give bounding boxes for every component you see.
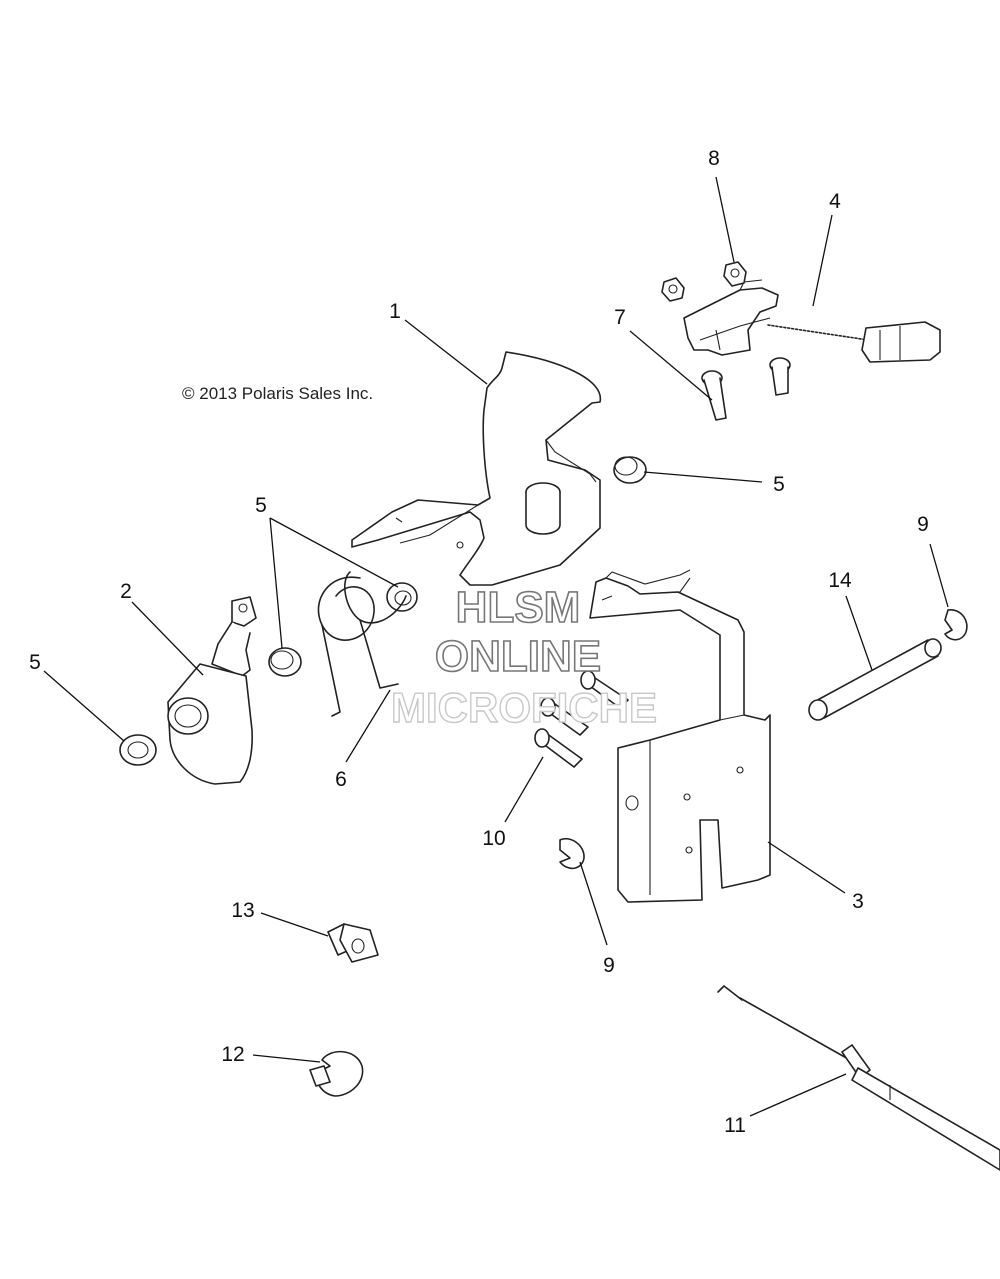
callout-7: 7 (614, 306, 626, 329)
part-3-mount-bracket (589, 569, 771, 903)
callout-9-top: 9 (917, 513, 929, 536)
watermark-line-3: MICROFICHE (391, 684, 657, 731)
callout-4: 4 (829, 190, 841, 213)
callout-13: 13 (231, 899, 254, 922)
callout-9-bottom: 9 (603, 954, 615, 977)
callout-10: 10 (482, 827, 505, 850)
part-5-bushing-c (268, 647, 302, 677)
part-9-clip-a (944, 609, 968, 641)
callout-2: 2 (120, 580, 132, 603)
callout-5-left: 5 (29, 651, 41, 674)
leader-lines (43, 176, 949, 1117)
callouts: 1 2 3 4 5 5 5 6 7 8 9 9 10 11 12 13 14 (29, 147, 929, 1137)
part-14-pin (808, 638, 942, 721)
watermark-line-2: ONLINE (435, 632, 601, 681)
part-5-bushing-b (386, 582, 418, 612)
part-8-nuts (661, 261, 747, 302)
callout-6: 6 (335, 768, 347, 791)
callout-8: 8 (708, 147, 720, 170)
part-12-clamp (309, 1050, 364, 1097)
callout-3: 3 (852, 890, 864, 913)
part-11-cable (717, 985, 1000, 1171)
callout-5-right: 5 (773, 473, 785, 496)
copyright-text: © 2013 Polaris Sales Inc. (182, 384, 373, 403)
watermark-line-1: HLSM (456, 583, 581, 632)
part-4-sensor-harness (683, 279, 941, 363)
part-7-screw (701, 357, 791, 421)
callout-5-middle: 5 (255, 494, 267, 517)
callout-14: 14 (828, 569, 852, 592)
part-5-bushing-d (119, 734, 157, 766)
callout-12: 12 (221, 1043, 244, 1066)
part-5-bushing-a (613, 456, 647, 484)
watermark: HLSM ONLINE MICROFICHE (390, 582, 657, 732)
part-9-clip-b (559, 838, 585, 870)
part-1-pedal-bracket (351, 351, 602, 586)
part-13-bolt (327, 923, 379, 963)
callout-11: 11 (724, 1114, 746, 1137)
callout-1: 1 (389, 300, 401, 323)
part-6-spring (317, 571, 407, 717)
part-10-screws (534, 670, 629, 768)
part-2-throttle-arm (167, 596, 257, 785)
